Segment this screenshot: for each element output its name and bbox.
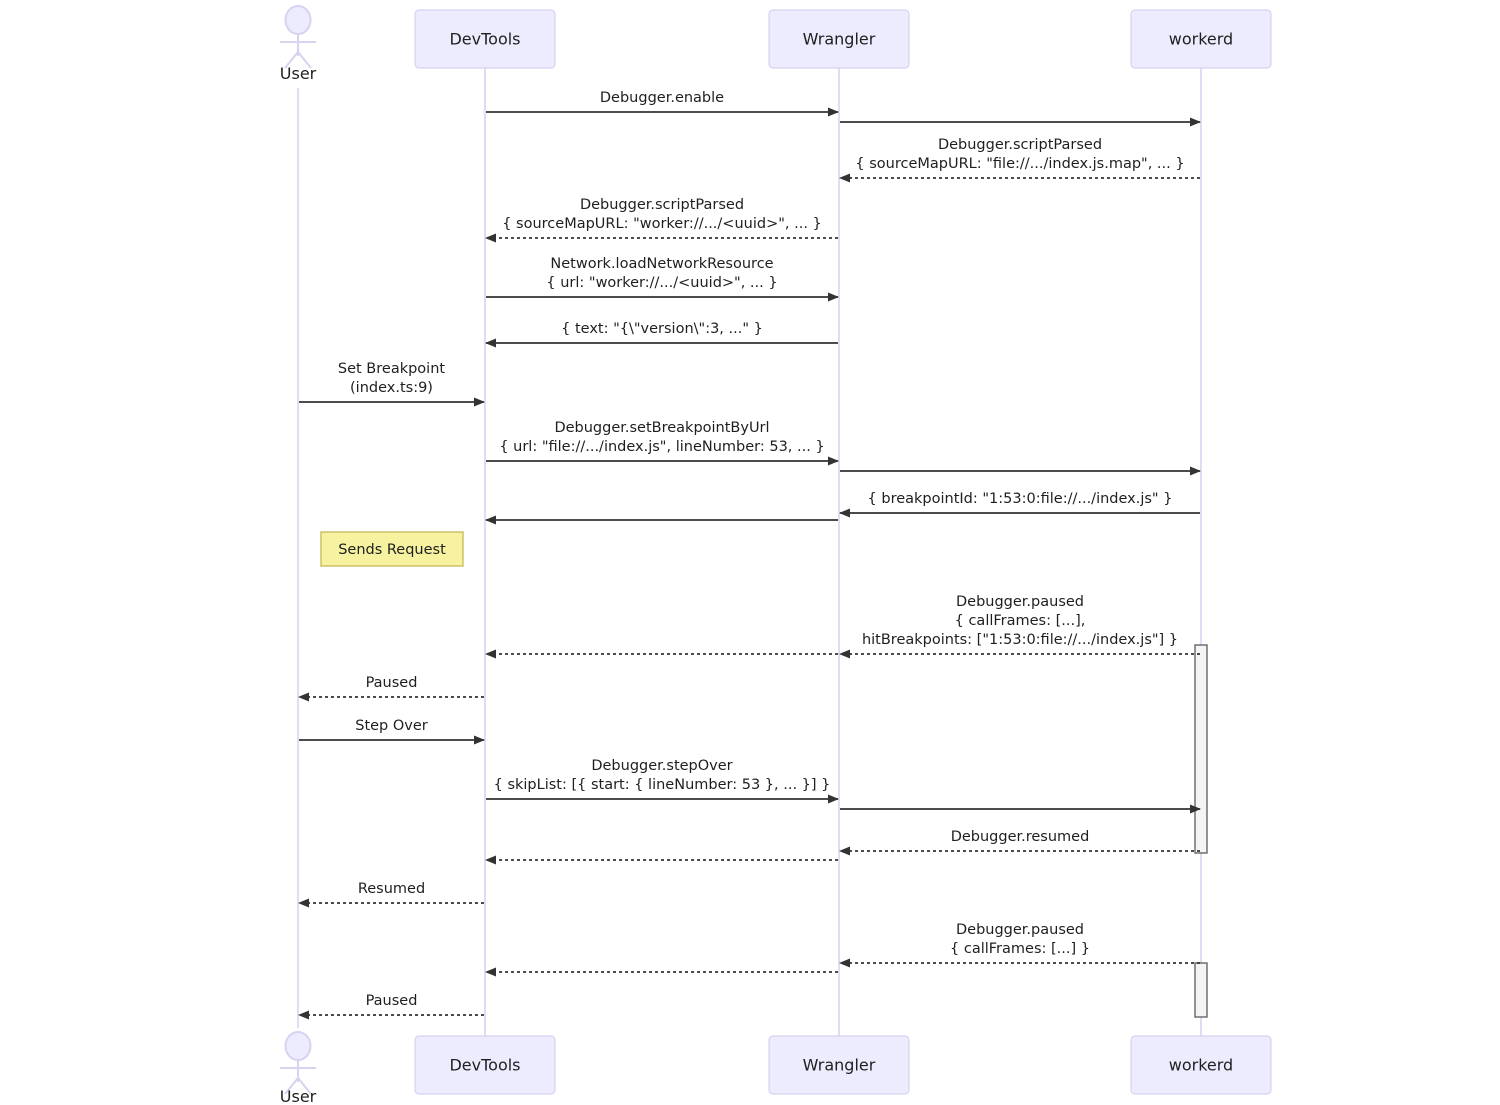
participant-box-rect	[768, 1035, 910, 1095]
message-label: { skipList: [{ start: { lineNumber: 53 }…	[494, 777, 831, 793]
message-label: hitBreakpoints: ["1:53:0:file://.../inde…	[862, 632, 1178, 648]
notes-layer: Sends Request	[320, 531, 464, 567]
message-label: Debugger.resumed	[951, 829, 1090, 845]
participant-label-workerd: workerd	[1169, 1056, 1233, 1075]
message-label: { text: "{\"version\":3, ..." }	[561, 321, 763, 337]
participant-box-rect	[768, 9, 910, 69]
message-17: Debugger.resumed	[839, 829, 1200, 856]
message-label: { sourceMapURL: "file://.../index.js.map…	[855, 156, 1184, 172]
participant-box-workerd-bottom[interactable]: workerd	[1130, 1035, 1272, 1095]
message-label: Debugger.enable	[600, 90, 724, 106]
message-6: Set Breakpoint (index.ts:9)	[299, 361, 485, 407]
message-label: Debugger.setBreakpointByUrl	[554, 420, 769, 436]
message-4: Network.loadNetworkResource { url: "worke…	[486, 256, 839, 302]
participant-label-workerd: workerd	[1169, 30, 1233, 49]
participant-label-wrangler: Wrangler	[803, 1056, 876, 1075]
message-label: Paused	[366, 675, 418, 691]
participant-box-wrangler-bottom[interactable]: Wrangler	[768, 1035, 910, 1095]
user-actor-label: User	[280, 64, 317, 83]
message-19: Resumed	[298, 881, 484, 908]
message-label: { url: "worker://.../<uuid>", ... }	[546, 275, 777, 291]
message-label: { callFrames: [...] }	[950, 941, 1090, 957]
participant-box-devtools-bottom[interactable]: DevTools	[414, 1035, 556, 1095]
message-2: Debugger.scriptParsed { sourceMapURL: "fi…	[839, 137, 1200, 183]
user-actor-label: User	[280, 1087, 317, 1105]
participant-label-devtools: DevTools	[449, 30, 520, 49]
user-head-icon	[284, 1031, 312, 1061]
user-actor-figure-top[interactable]: User	[280, 5, 317, 83]
message-11: Debugger.paused { callFrames: [...], hitBr…	[839, 594, 1200, 659]
message-label: (index.ts:9)	[350, 380, 433, 396]
participant-box-rect	[414, 9, 556, 69]
message-22: Paused	[298, 993, 484, 1020]
user-actor-figure-bottom[interactable]: User	[280, 1031, 317, 1105]
message-14: Step Over	[299, 718, 485, 745]
participant-box-rect	[1130, 1035, 1272, 1095]
message-13: Paused	[298, 675, 484, 702]
message-label: Debugger.paused	[956, 594, 1084, 610]
participant-label-wrangler: Wrangler	[803, 30, 876, 49]
message-15: Debugger.stepOver { skipList: [{ start: {…	[486, 758, 839, 804]
activation-bar-workerd	[1194, 644, 1208, 854]
activation-bar-workerd	[1194, 962, 1208, 1018]
message-label: Debugger.stepOver	[591, 758, 732, 774]
message-label: Debugger.paused	[956, 922, 1084, 938]
message-5: { text: "{\"version\":3, ..." }	[485, 321, 838, 348]
message-0: Debugger.enable	[486, 90, 839, 117]
participant-box-workerd-top[interactable]: workerd	[1130, 9, 1272, 69]
message-label: Resumed	[358, 881, 425, 897]
message-20: Debugger.paused { callFrames: [...] }	[839, 922, 1200, 968]
lifelines-layer	[297, 68, 1202, 1036]
participant-box-rect	[1130, 9, 1272, 69]
message-label: { sourceMapURL: "worker://.../<uuid>", .…	[502, 216, 822, 232]
note-label: Sends Request	[338, 542, 446, 558]
message-label: { url: "file://.../index.js", lineNumber…	[499, 439, 824, 455]
participant-box-rect	[414, 1035, 556, 1095]
activations-layer	[1194, 644, 1208, 1018]
message-label: Set Breakpoint	[338, 361, 446, 377]
message-label: Debugger.scriptParsed	[580, 197, 744, 213]
note-devtools[interactable]: Sends Request	[320, 531, 464, 567]
message-9: { breakpointId: "1:53:0:file://.../index…	[839, 491, 1200, 518]
message-7: Debugger.setBreakpointByUrl { url: "file:…	[486, 420, 839, 466]
message-label: Paused	[366, 993, 418, 1009]
note-rect	[320, 531, 464, 567]
participant-box-wrangler-top[interactable]: Wrangler	[768, 9, 910, 69]
message-3: Debugger.scriptParsed { sourceMapURL: "wo…	[485, 197, 838, 243]
participant-label-devtools: DevTools	[449, 1056, 520, 1075]
message-label: { breakpointId: "1:53:0:file://.../index…	[868, 491, 1173, 507]
message-label: { callFrames: [...],	[955, 613, 1086, 629]
message-label: Step Over	[355, 718, 428, 734]
user-legs-icon	[284, 1076, 312, 1095]
message-label: Debugger.scriptParsed	[938, 137, 1102, 153]
message-label: Network.loadNetworkResource	[550, 256, 773, 272]
participant-box-devtools-top[interactable]: DevTools	[414, 9, 556, 69]
user-legs-icon	[284, 50, 312, 69]
user-head-icon	[284, 5, 312, 35]
